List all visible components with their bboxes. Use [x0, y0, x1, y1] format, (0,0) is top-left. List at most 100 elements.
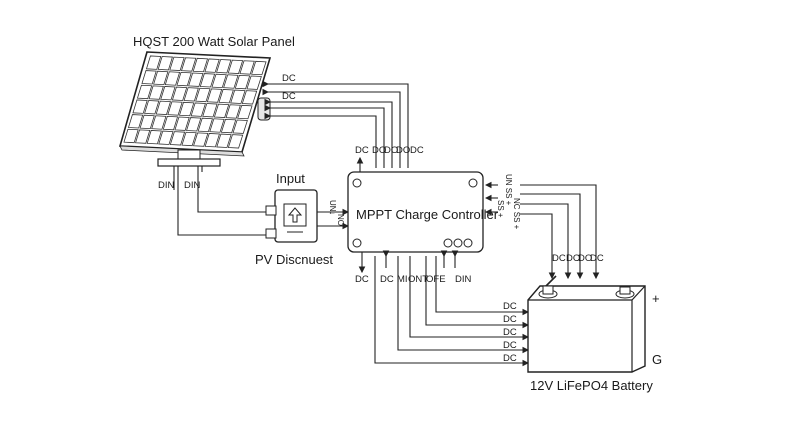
panel-wire-label-2: DC [282, 91, 296, 102]
solar-cell [174, 116, 190, 131]
solar-cell [144, 100, 160, 115]
battery-top-terminal-1: DC [552, 253, 566, 264]
solar-cell [180, 57, 197, 72]
controller-bottom-terminal-2: DC [380, 274, 394, 285]
solar-cell [251, 60, 267, 76]
solar-cell [202, 103, 218, 118]
solar-cell [216, 133, 232, 148]
solar-cell [169, 131, 186, 146]
panel-title: HQST 200 Watt Solar Panel [133, 34, 295, 49]
controller-bottom-terminal-3: MI [397, 274, 408, 285]
controller-right-terminal-3: NC SS + [512, 198, 521, 230]
solar-cell [204, 58, 220, 73]
solar-panel-icon [118, 51, 272, 167]
solar-cell [151, 115, 167, 130]
solar-cell [160, 86, 176, 101]
solar-cell [220, 118, 237, 134]
solar-cell [213, 103, 230, 118]
controller-bottom-terminal-6: DIN [455, 274, 472, 285]
mounting-hole-icon [352, 178, 362, 188]
solar-cell [178, 101, 195, 117]
solar-cell [135, 129, 151, 144]
solar-cell [246, 75, 262, 90]
solar-cell [146, 130, 162, 145]
controller-bottom-terminal-4: ONT [408, 274, 428, 285]
solar-cell [136, 84, 153, 100]
battery-side-terminal-4: DC [503, 340, 517, 351]
solar-cell [193, 132, 209, 147]
solar-cell [176, 71, 192, 87]
battery-top-terminal-4: DC [590, 253, 604, 264]
solar-cell [123, 128, 139, 144]
battery-top-terminal-3: DO [578, 253, 592, 264]
battery-top-terminal-2: DC [566, 253, 580, 264]
battery-side-terminal-1: DC [503, 301, 517, 312]
controller-right-terminal-2: SS + [496, 200, 505, 218]
disconnect-label: PV Discnuest [255, 252, 333, 267]
panel-dc-wires [262, 80, 409, 168]
solar-cell [199, 73, 216, 88]
controller-top-terminal-2: DO [372, 145, 386, 156]
controller-title: MPPT Charge Controller [356, 207, 499, 222]
solar-cell [190, 102, 206, 117]
controller-left-terminal-1: UN [328, 200, 337, 212]
solar-cell [195, 87, 211, 103]
solar-cell [237, 104, 253, 120]
solar-cell [197, 117, 213, 133]
solar-cell [241, 90, 258, 105]
disconnect-switch-icon [265, 189, 318, 243]
solar-cell [158, 130, 174, 145]
battery-ground-label: G [652, 352, 662, 367]
solar-cell [227, 134, 244, 149]
solar-cell [145, 55, 162, 70]
solar-cell [216, 59, 232, 74]
solar-cell [181, 131, 197, 147]
battery-side-terminal-2: DC [503, 314, 517, 325]
solar-cell [230, 89, 246, 104]
solar-cell [164, 71, 181, 86]
solar-cell [188, 72, 204, 87]
indicator-led [453, 238, 463, 248]
controller-top-terminal-1: DC [355, 145, 369, 156]
indicator-led [463, 238, 473, 248]
charge-controller [347, 171, 484, 253]
indicator-led [443, 238, 453, 248]
solar-cell [209, 118, 225, 133]
panel-wire-label-1: DC [282, 73, 296, 84]
solar-cell [206, 88, 223, 103]
controller-left-terminal-2: ↓ [328, 211, 337, 215]
solar-cell [225, 104, 241, 119]
input-label: Input [276, 171, 305, 186]
solar-cell [132, 99, 148, 114]
solar-cell [234, 74, 251, 90]
solar-cell [157, 56, 173, 71]
solar-cell [183, 87, 199, 102]
solar-cell [167, 101, 183, 116]
solar-cell [218, 89, 234, 104]
solar-cell [239, 60, 255, 75]
solar-cell [139, 114, 155, 130]
solar-cell [171, 86, 188, 101]
controller-top-terminal-4: DO [396, 145, 410, 156]
battery-side-terminal-5: DC [503, 353, 517, 364]
solar-cell [153, 70, 169, 86]
controller-left-terminal-3: NO [336, 214, 345, 226]
solar-cell [232, 119, 248, 134]
battery-charge-wires [520, 184, 600, 280]
solar-cell [211, 73, 227, 89]
solar-cell [204, 133, 220, 148]
mounting-hole-icon [468, 178, 478, 188]
controller-output-wires [358, 250, 530, 367]
controller-bottom-terminal-1: DC [355, 274, 369, 285]
battery-plus-sign: + [652, 291, 660, 306]
solar-cell [227, 59, 244, 74]
battery-side-terminal-3: DC [503, 327, 517, 338]
solar-cell [169, 56, 185, 71]
solar-cell [192, 57, 209, 73]
solar-cell [223, 74, 239, 89]
controller-right-terminal-1: UN SS + [504, 174, 513, 206]
solar-cell [186, 117, 202, 132]
panel-mount-label-1: DIN [158, 180, 175, 191]
mounting-hole-icon [352, 238, 362, 248]
